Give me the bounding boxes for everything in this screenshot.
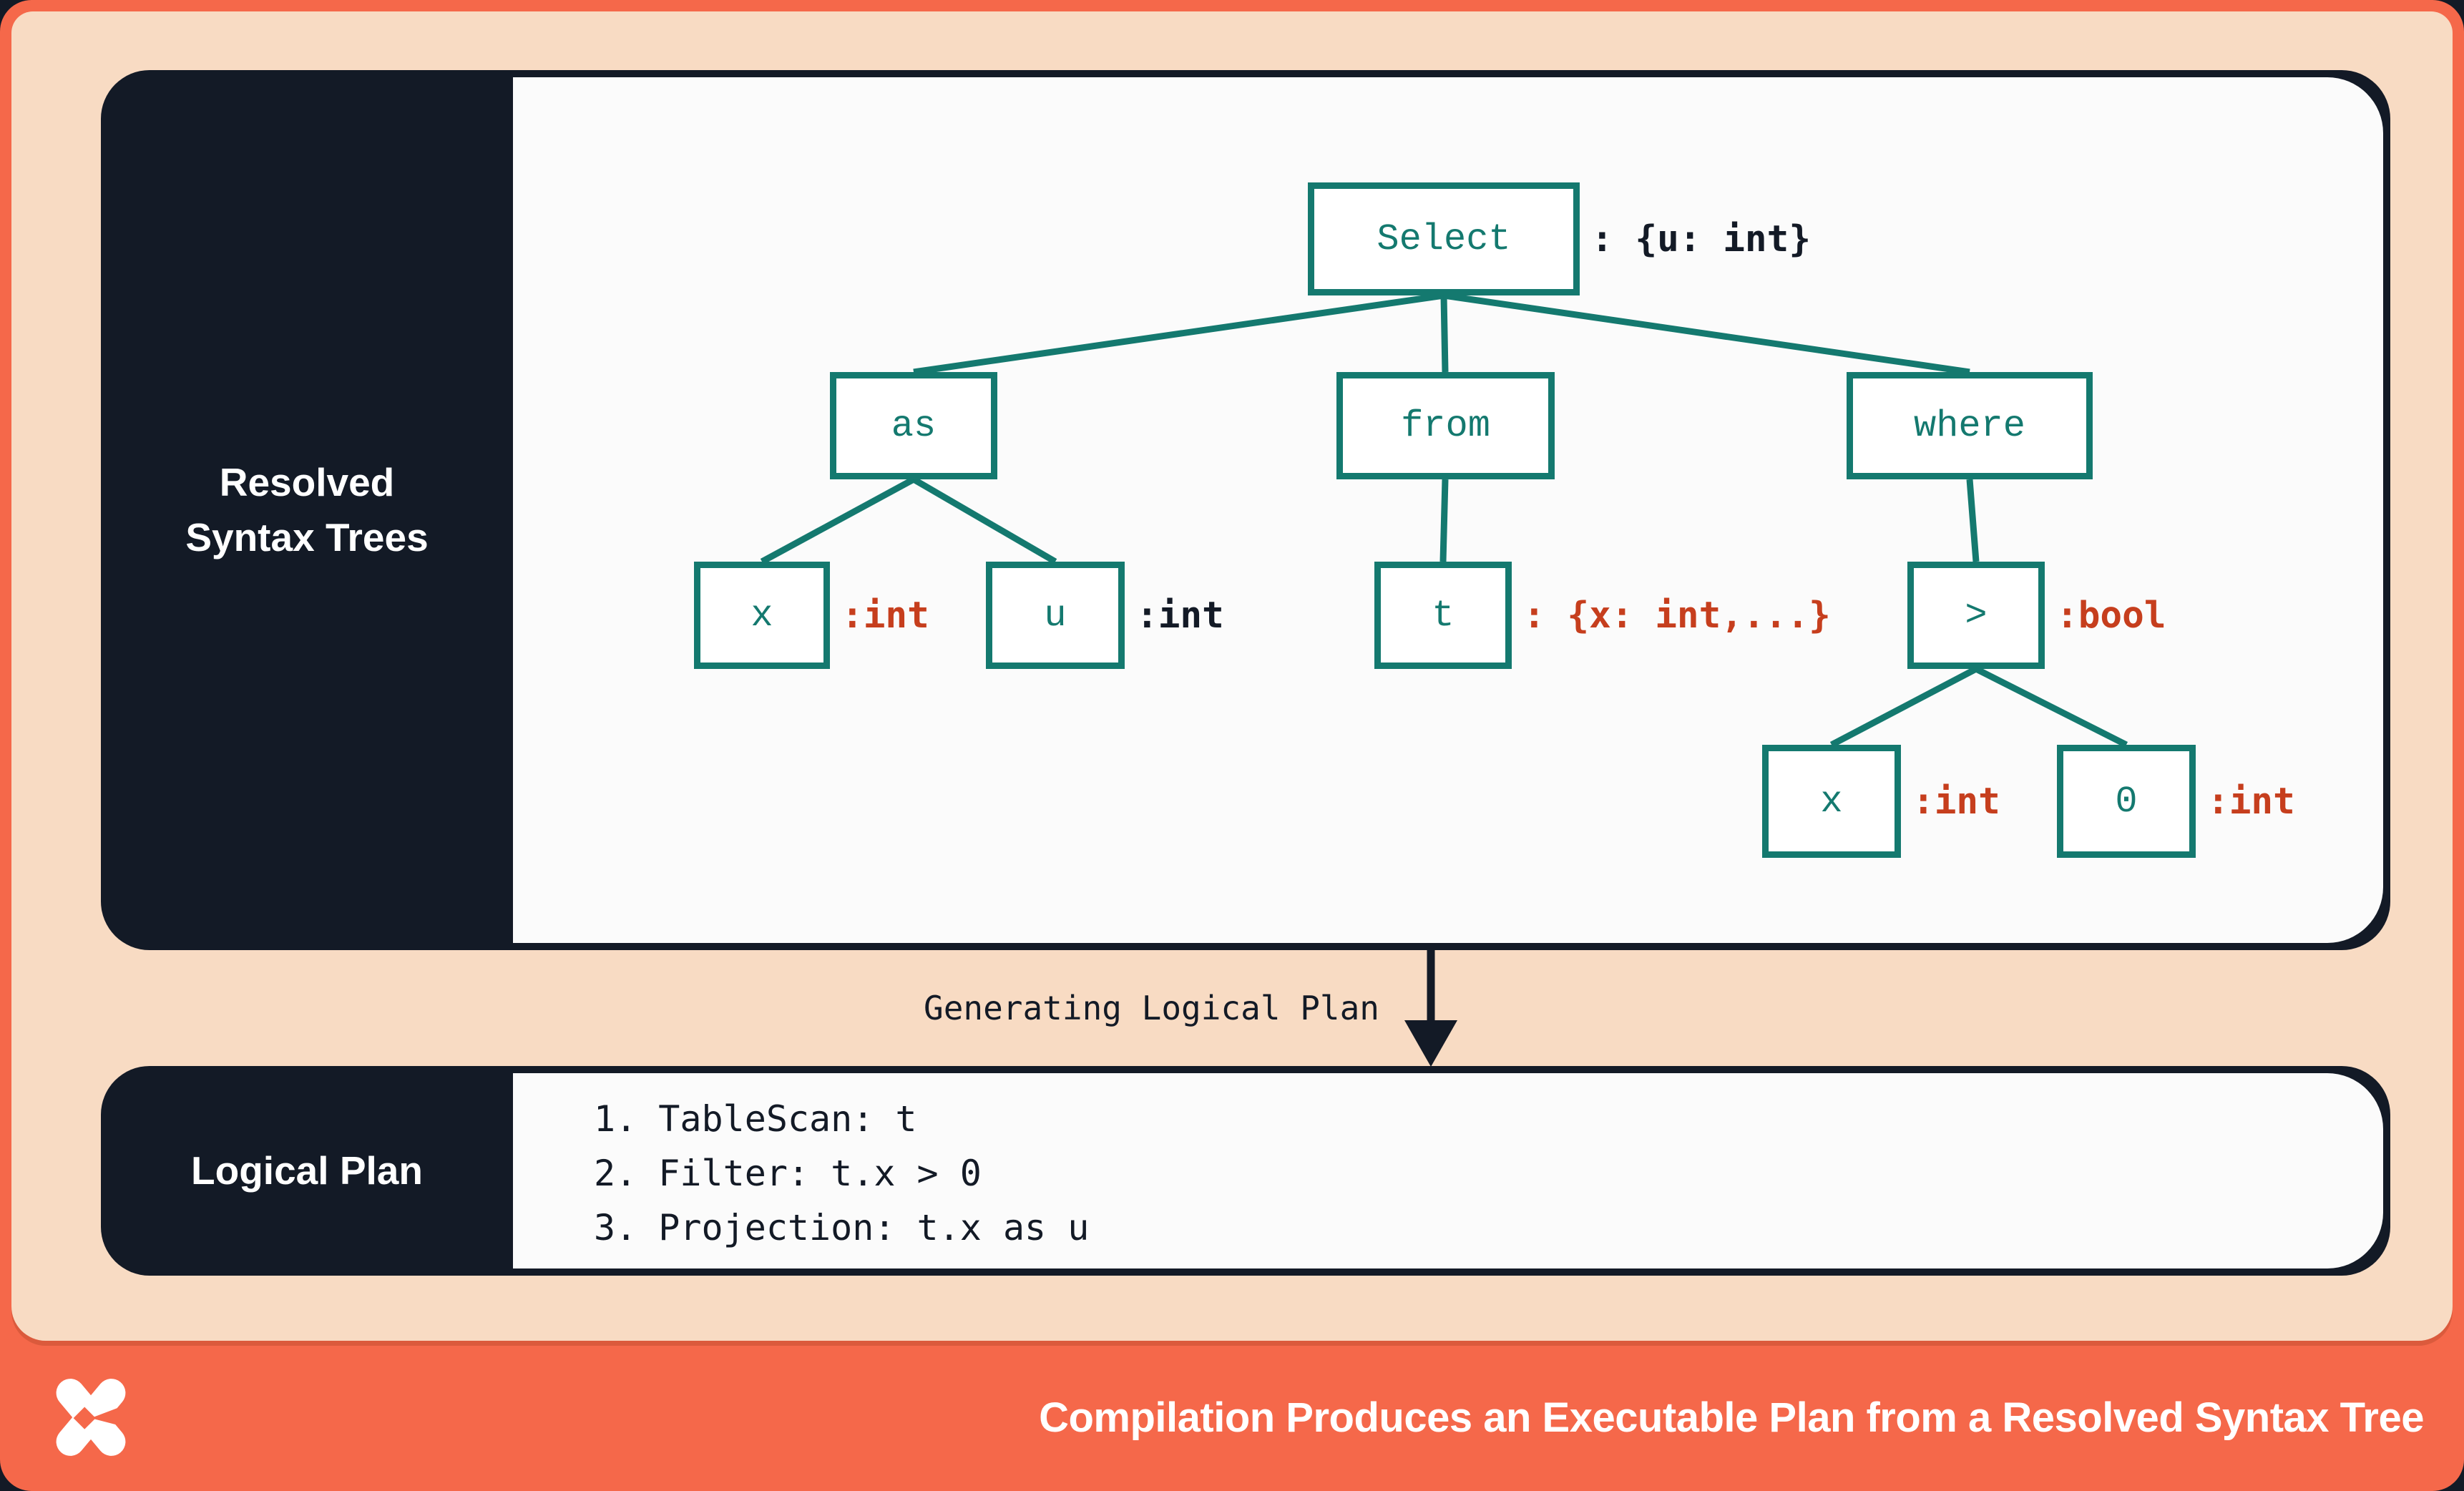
- transition-label: Generating Logical Plan: [924, 989, 1379, 1027]
- tree-node-label: u: [1044, 594, 1067, 637]
- tree-node-label: Select: [1377, 217, 1511, 260]
- syntax-tree-area: Select : {u: int} as from where x :int u :int t : …: [513, 77, 2383, 943]
- type-annotation-select: : {u: int}: [1591, 217, 1812, 260]
- tree-edge: [913, 292, 1444, 376]
- tree-edge: [1829, 666, 1978, 748]
- logical-plan-area: 1. TableScan: t 2. Filter: t.x > 0 3. Proj…: [513, 1073, 2383, 1268]
- footer: Compilation Produces an Executable Plan …: [11, 1348, 2453, 1480]
- tree-node-zero: 0 :int: [2057, 745, 2295, 858]
- tree-node-t: t : {x: int,...}: [1374, 562, 1831, 669]
- footer-title: Compilation Produces an Executable Plan …: [1039, 1394, 2424, 1441]
- type-annotation-t: : {x: int,...}: [1523, 594, 1831, 637]
- panel-label-text: Logical Plan: [191, 1148, 423, 1193]
- tree-node-box-u: u: [986, 562, 1125, 669]
- panel-label-resolved-syntax-trees: Resolved Syntax Trees: [101, 70, 513, 950]
- tree-node-box-x1: x: [694, 562, 830, 669]
- tree-node-u: u :int: [986, 562, 1224, 669]
- tree-node-box-gt: >: [1907, 562, 2045, 669]
- tree-node-box-from: from: [1336, 372, 1555, 479]
- tree-edge: [911, 476, 1057, 564]
- tree-node-label: where: [1913, 404, 2026, 447]
- tree-node-box-t: t: [1374, 562, 1512, 669]
- tree-edge: [1439, 479, 1449, 562]
- tree-node-gt: > :bool: [1907, 562, 2166, 669]
- tree-node-x1: x :int: [694, 562, 929, 669]
- type-annotation-x1: :int: [841, 594, 929, 637]
- tree-node-from: from: [1336, 372, 1555, 479]
- content-card: Resolved Syntax Trees Select : {u: int} as…: [11, 11, 2453, 1341]
- plan-step: 1. TableScan: t: [594, 1098, 917, 1140]
- tree-node-box-as: as: [830, 372, 997, 479]
- type-annotation-zero: :int: [2207, 780, 2295, 823]
- tree-node-where: where: [1847, 372, 2093, 479]
- tree-node-label: from: [1401, 404, 1490, 447]
- resolved-syntax-trees-panel: Resolved Syntax Trees Select : {u: int} as…: [101, 70, 2390, 950]
- tree-node-box-where: where: [1847, 372, 2093, 479]
- tree-node-label: >: [1965, 594, 1988, 637]
- tree-node-label: x: [1820, 780, 1843, 823]
- panel-label-text: Resolved Syntax Trees: [185, 460, 429, 559]
- tree-node-label: 0: [2115, 780, 2138, 823]
- logical-plan-steps: 1. TableScan: t 2. Filter: t.x > 0 3. Proj…: [513, 1073, 2383, 1255]
- tree-node-as: as: [830, 372, 997, 479]
- tree-node-x2: x :int: [1762, 745, 2000, 858]
- down-arrow-icon: [1404, 950, 1457, 1067]
- tree-edge: [1440, 295, 1449, 373]
- tree-node-label: t: [1432, 594, 1455, 637]
- tree-edge: [1443, 292, 1970, 376]
- logo-x-icon: [56, 1379, 130, 1456]
- tree-node-select: Select : {u: int}: [1308, 182, 1811, 295]
- tree-node-label: x: [751, 594, 773, 637]
- tree-edge: [1966, 479, 1980, 562]
- syntax-tree: Select : {u: int} as from where x :int u :int t : …: [513, 77, 2383, 943]
- plan-step: 2. Filter: t.x > 0: [594, 1153, 982, 1194]
- tree-edge: [1974, 665, 2128, 748]
- tree-node-box-x2: x: [1762, 745, 1901, 858]
- tree-edges: [760, 292, 2128, 748]
- tree-node-box-select: Select: [1308, 182, 1580, 295]
- tree-node-label: as: [891, 404, 937, 447]
- logical-plan-panel: Logical Plan 1. TableScan: t 2. Filter: t…: [101, 1066, 2390, 1276]
- type-annotation-u: :int: [1136, 594, 1224, 637]
- type-annotation-x2: :int: [1912, 780, 2000, 823]
- plan-step: 3. Projection: t.x as u: [594, 1207, 1090, 1248]
- panel-label-logical-plan: Logical Plan: [101, 1066, 513, 1276]
- tree-edge: [760, 476, 916, 564]
- type-annotation-gt: :bool: [2056, 594, 2166, 637]
- tree-node-box-zero: 0: [2057, 745, 2196, 858]
